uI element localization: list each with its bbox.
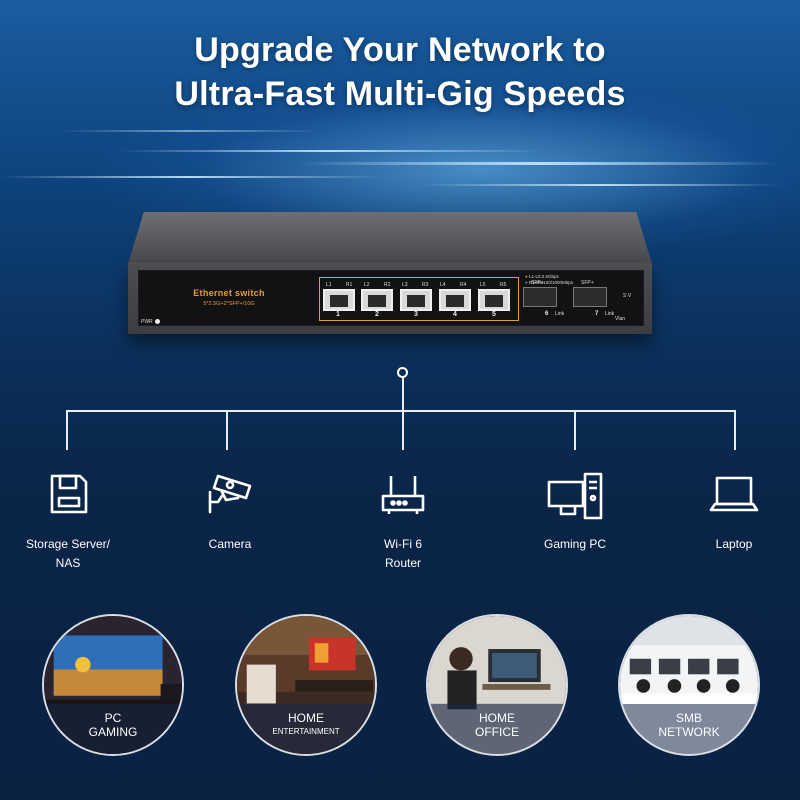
led-label: L5	[480, 282, 486, 288]
legend-line-2: R1-R5:100/1000Mbps	[528, 280, 574, 285]
headline: Upgrade Your Network to Ultra-Fast Multi…	[0, 28, 800, 116]
headline-line-2: Ultra-Fast Multi-Gig Speeds	[174, 75, 626, 113]
connector-drop	[734, 410, 736, 450]
laptop-icon	[709, 476, 759, 512]
scene-caption: HOME OFFICE	[428, 704, 566, 754]
sfp-number: 7	[595, 311, 599, 317]
device-label: Storage Server/	[25, 537, 111, 551]
light-streak	[420, 184, 780, 186]
scene-caption-line-2: ENTERTAINMENT	[272, 727, 340, 736]
headline-line-1: Upgrade Your Network to	[194, 31, 606, 69]
scene-caption-line-1: PC	[104, 711, 122, 725]
legend-line-1: L1-L5:2.5Gbps	[528, 274, 559, 279]
desktop-pc-icon	[547, 472, 603, 520]
storage-icon	[50, 474, 88, 514]
port-number: 3	[414, 311, 418, 318]
light-streak	[60, 130, 320, 132]
device-label: NAS	[55, 556, 81, 570]
brand-spec: 5*2.5G+2*SFP+/10G	[203, 301, 255, 307]
router-icon	[381, 476, 425, 514]
device-label: Wi-Fi 6	[384, 537, 422, 551]
camera-icon	[208, 474, 252, 514]
led-label: R4	[460, 282, 467, 288]
scene-caption-line-2: NETWORK	[658, 725, 720, 739]
scene-caption: PC GAMING	[44, 704, 182, 754]
sfp-label: SFP+	[531, 280, 544, 286]
device-gaming-pc: Gaming PC	[515, 470, 635, 554]
vlan-label: Vlan	[615, 316, 626, 322]
switch-top-cover	[128, 212, 652, 264]
device-router: Wi-Fi 6 Router	[343, 470, 463, 573]
led-label: R5	[500, 282, 507, 288]
link-label: Link	[555, 311, 565, 317]
rj45-port-2	[361, 289, 393, 311]
connector-trunk	[402, 377, 404, 411]
scene-caption: SMB NETWORK	[620, 704, 758, 754]
rj45-port-group: L1 R1 L2 R2 L3 R3 L4 R4 L5 R5 1 2 3 4 5	[319, 277, 519, 321]
device-label: Gaming PC	[543, 537, 607, 551]
speed-legend: ● L1-L5:2.5Gbps ● R1-R5:100/1000Mbps	[525, 274, 574, 285]
sfp-label: SFP+	[581, 280, 594, 286]
sv-switch-label: S V	[623, 293, 632, 299]
brand-name: Ethernet switch	[193, 288, 265, 298]
light-streak	[120, 150, 540, 152]
light-streak	[0, 176, 380, 178]
led-label: L1	[326, 282, 332, 288]
scene-caption: HOME ENTERTAINMENT	[237, 704, 375, 754]
device-storage-server: Storage Server/ NAS	[8, 470, 128, 573]
scene-pc-gaming: PC GAMING	[42, 614, 184, 756]
ethernet-switch: PWR Ethernet switch 5*2.5G+2*SFP+/10G L1…	[128, 262, 652, 334]
connector-drop	[402, 410, 404, 450]
port-number: 5	[492, 311, 496, 318]
led-label: L3	[402, 282, 408, 288]
switch-front-panel: PWR Ethernet switch 5*2.5G+2*SFP+/10G L1…	[138, 270, 644, 326]
device-laptop: Laptop	[674, 470, 794, 554]
scene-caption-line-2: OFFICE	[475, 725, 519, 739]
pwr-indicator: PWR	[141, 319, 161, 325]
connector-drop	[66, 410, 68, 450]
switch-brand: Ethernet switch 5*2.5G+2*SFP+/10G	[169, 288, 289, 307]
device-label: Camera	[208, 537, 252, 551]
scene-home-entertainment: HOME ENTERTAINMENT	[235, 614, 377, 756]
scene-home-office: HOME OFFICE	[426, 614, 568, 756]
connector-bus	[66, 410, 736, 412]
connector-drop	[574, 410, 576, 450]
rj45-port-1	[323, 289, 355, 311]
link-label: Link	[605, 311, 615, 317]
rj45-port-5	[478, 289, 510, 311]
rj45-port-3	[400, 289, 432, 311]
scene-caption-line-1: HOME	[479, 711, 515, 725]
rj45-port-4	[439, 289, 471, 311]
scene-caption-line-1: HOME	[288, 711, 324, 725]
scene-caption-line-1: SMB	[675, 711, 702, 725]
led-label: R3	[422, 282, 429, 288]
device-label: Laptop	[715, 537, 753, 551]
led-label: L4	[440, 282, 446, 288]
port-number: 2	[375, 311, 379, 318]
scene-caption-line-2: GAMING	[88, 725, 138, 739]
sfp-port-6	[523, 287, 557, 307]
sfp-port-7	[573, 287, 607, 307]
pwr-led-icon	[155, 319, 161, 325]
light-streak	[300, 162, 780, 165]
device-camera: Camera	[170, 470, 290, 554]
scene-smb-network: SMB NETWORK	[618, 614, 760, 756]
led-label: R1	[346, 282, 353, 288]
device-label: Router	[384, 556, 422, 570]
port-number: 1	[336, 311, 340, 318]
led-label: L2	[364, 282, 370, 288]
connector-drop	[226, 410, 228, 450]
led-label: R2	[384, 282, 391, 288]
sfp-number: 6	[545, 311, 549, 317]
port-number: 4	[453, 311, 457, 318]
